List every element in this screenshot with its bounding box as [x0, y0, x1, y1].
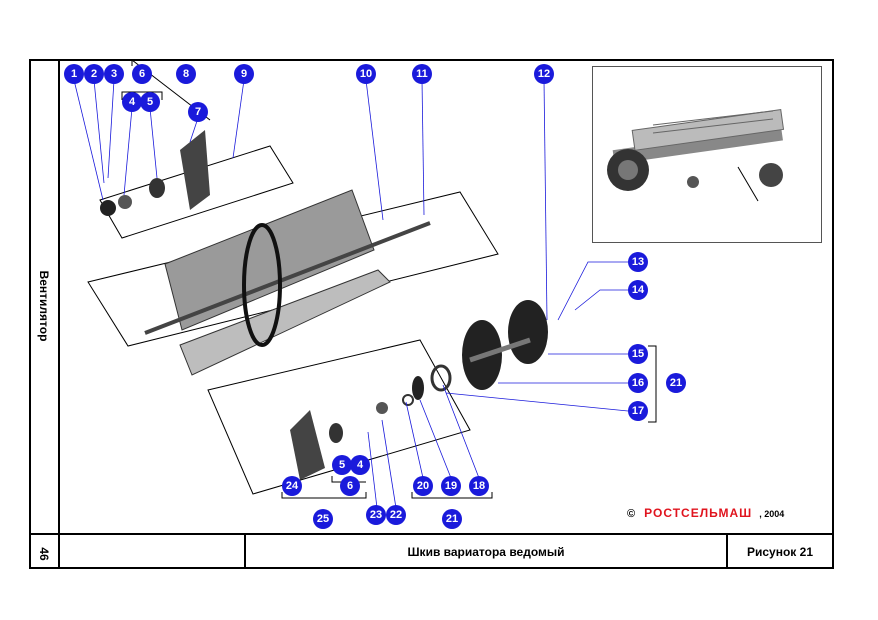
callout-15: 15 [628, 344, 648, 364]
sidebar: Вентилятор 46 [29, 59, 60, 569]
machine-illustration [607, 109, 785, 202]
callout-13: 13 [628, 252, 648, 272]
callout-4: 4 [350, 455, 370, 475]
drawing-frame [29, 59, 834, 569]
callout-14: 14 [628, 280, 648, 300]
fan-shaft [144, 221, 431, 335]
callout-1: 1 [64, 64, 84, 84]
bearing-housing-lower [329, 423, 343, 443]
fan-rotor-lower [179, 269, 391, 376]
callout-9: 9 [234, 64, 254, 84]
drawing-title: Шкив вариатора ведомый [407, 545, 565, 559]
callout-17: 17 [628, 401, 648, 421]
fan-disc [242, 223, 282, 347]
leader-lines [73, 79, 629, 509]
callout-5: 5 [140, 92, 160, 112]
callout-18: 18 [469, 476, 489, 496]
callout-22: 22 [386, 505, 406, 525]
title-divider-right [726, 535, 728, 569]
callout-6: 6 [132, 64, 152, 84]
callout-11: 11 [412, 64, 432, 84]
bracket-lower [290, 410, 325, 480]
callout-3: 3 [104, 64, 124, 84]
callout-6: 6 [340, 476, 360, 496]
lower-bracket-outline [207, 339, 471, 495]
fan-rotor [164, 189, 375, 331]
callout-19: 19 [441, 476, 461, 496]
upper-bracket-outline [99, 145, 294, 239]
callout-10: 10 [356, 64, 376, 84]
title-block: Шкив вариатора ведомый Рисунок 21 [60, 533, 834, 569]
callout-23: 23 [366, 505, 386, 525]
ring [412, 376, 424, 400]
small-gear [100, 200, 116, 216]
bearing-lower [376, 402, 388, 414]
callout-7: 7 [188, 102, 208, 122]
sidebar-divider [29, 533, 60, 535]
brand-year: , 2004 [759, 509, 785, 519]
callout-8: 8 [176, 64, 196, 84]
pulley-hub [469, 337, 531, 363]
callout-12: 12 [534, 64, 554, 84]
callout-20: 20 [413, 476, 433, 496]
machine-overview-inset [592, 66, 822, 243]
bracket-upper [180, 130, 210, 210]
callout-24: 24 [282, 476, 302, 496]
pulley-half-fixed [508, 300, 548, 364]
callout-21: 21 [442, 509, 462, 529]
brand-logo: РОСТСЕЛЬМАШ [644, 506, 753, 520]
title-divider-left [244, 535, 246, 569]
group-brackets [121, 58, 657, 499]
spring [430, 364, 452, 392]
callout-25: 25 [313, 509, 333, 529]
bearing-upper [118, 195, 132, 209]
brand-block: © РОСТСЕЛЬМАШ , 2004 [627, 506, 784, 520]
callout-21: 21 [666, 373, 686, 393]
washer [402, 394, 414, 406]
callout-5: 5 [332, 455, 352, 475]
callout-4: 4 [122, 92, 142, 112]
figure-label: Рисунок 21 [747, 545, 813, 559]
bearing-housing-upper [149, 178, 165, 198]
callout-16: 16 [628, 373, 648, 393]
callout-2: 2 [84, 64, 104, 84]
copyright-symbol: © [627, 508, 636, 520]
